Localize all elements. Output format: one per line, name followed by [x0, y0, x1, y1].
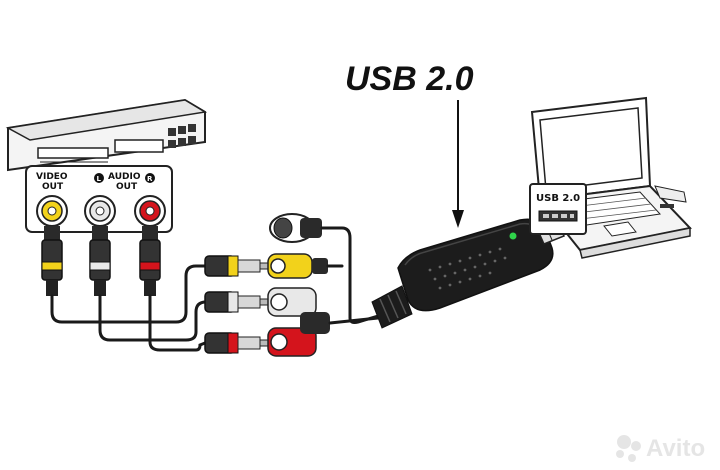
vcr-player: [5, 98, 208, 172]
middle-video-plug: [204, 255, 271, 277]
left-channel-letter: L: [97, 175, 102, 183]
status-led-icon: [509, 232, 517, 240]
video-out-label-line1: VIDEO: [36, 172, 68, 182]
usb-port-label: USB 2.0: [536, 193, 580, 204]
av-output-panel: VIDEO OUT L AUDIO OUT R: [25, 165, 173, 233]
middle-audio-right-plug: [204, 332, 271, 354]
vcr-audio-right-plug: [139, 226, 161, 296]
capture-audio-sockets: [267, 287, 330, 357]
video-out-label-line2: OUT: [42, 182, 64, 192]
usb-capture-device: [371, 217, 566, 329]
right-channel-letter: R: [147, 175, 153, 183]
right-channel-marker: [145, 173, 155, 183]
usb-title: USB 2.0: [345, 60, 474, 98]
audio-out-label-line2: OUT: [116, 182, 138, 192]
middle-audio-left-plug: [204, 291, 271, 313]
video-out-jack: [36, 195, 68, 227]
capture-video-socket: [267, 253, 328, 279]
watermark: Avito: [616, 435, 705, 462]
arrow-down-icon: [452, 100, 464, 228]
vcr-audio-left-plug: [89, 226, 111, 296]
rca-cables: [50, 264, 210, 352]
capture-cables: [320, 226, 380, 325]
audio-left-jack: [84, 195, 116, 227]
left-channel-marker: [94, 173, 104, 183]
s-video-connector: [269, 213, 322, 243]
audio-out-label-line1: AUDIO: [108, 172, 141, 182]
vcr-buttons: [168, 124, 196, 148]
audio-right-jack: [134, 195, 166, 227]
watermark-text: Avito: [646, 435, 705, 462]
laptop-usb-port-callout: USB 2.0: [529, 183, 587, 235]
vcr-video-plug: [41, 226, 63, 296]
